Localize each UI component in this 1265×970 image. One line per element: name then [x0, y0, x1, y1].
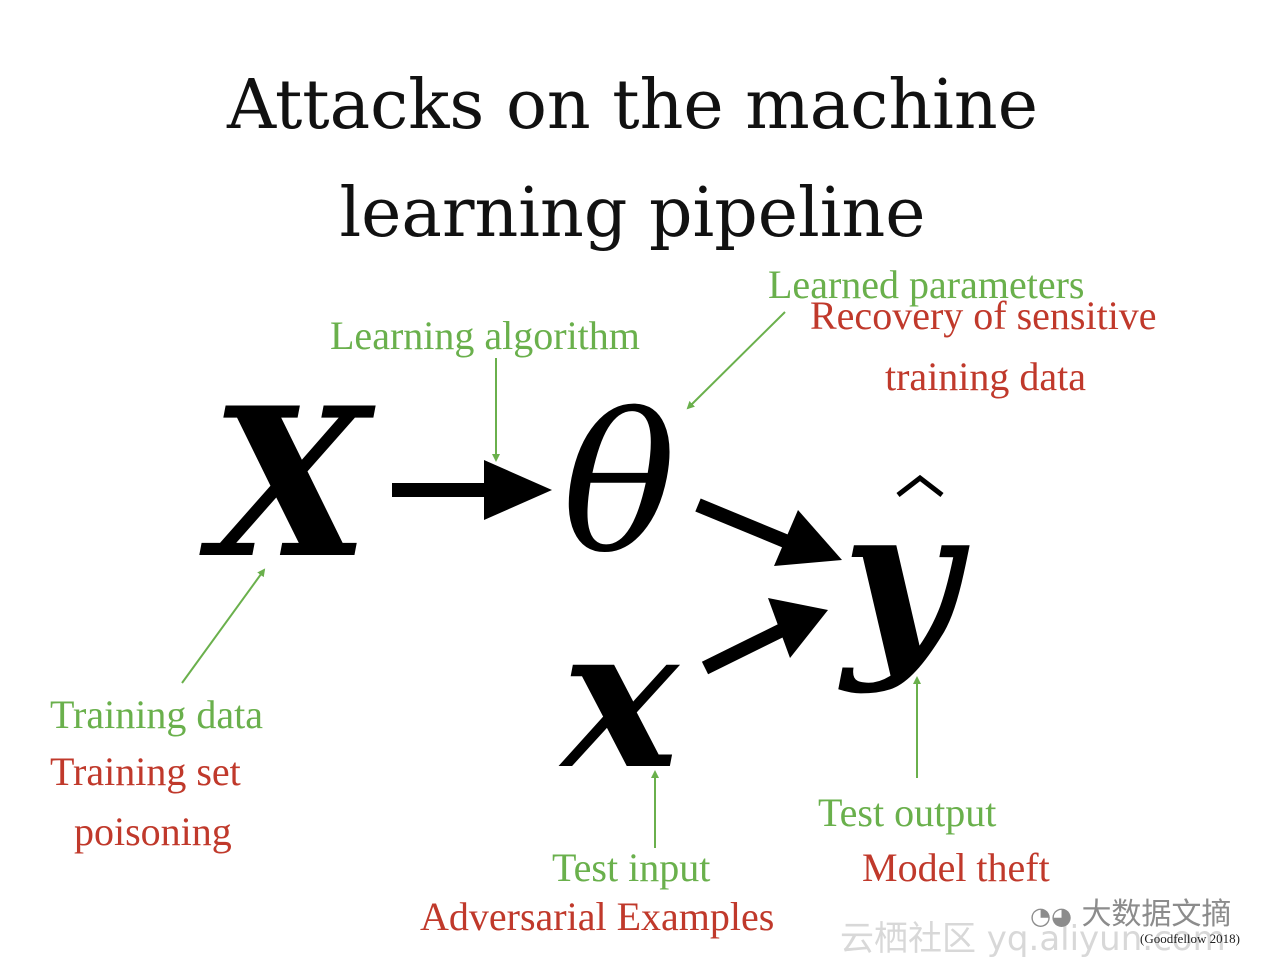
label-training-set-line-1: Training set	[50, 749, 241, 794]
symbol-test-input-x: x	[562, 583, 679, 812]
symbol-y-hat: y	[842, 462, 959, 697]
arrow-training-data	[181, 568, 266, 684]
label-learning-algorithm: Learning algorithm	[330, 313, 640, 358]
watermark-wechat-text: 大数据文摘	[1081, 897, 1232, 932]
main-arrow-x-to-theta	[392, 460, 552, 520]
label-training-data: Training data	[50, 692, 263, 737]
label-model-theft: Model theft	[862, 845, 1050, 890]
label-learned-parameters: Learned parameters	[768, 262, 1085, 307]
label-test-input: Test input	[552, 845, 711, 890]
watermark-site: 云栖社区 yq.aliyun.com	[840, 919, 1226, 959]
label-test-output: Test output	[818, 790, 997, 835]
arrow-learned-parameters	[686, 311, 786, 410]
main-arrow-theta-to-yhat	[695, 498, 842, 566]
title-line-1: Attacks on the machine	[227, 66, 1038, 145]
label-training-set-line-2: poisoning	[74, 809, 232, 854]
symbol-theta: θ	[562, 374, 677, 595]
wechat-icon: ◔◕	[1030, 902, 1072, 930]
hat-over-y	[896, 474, 944, 497]
title-line-2: learning pipeline	[339, 174, 926, 253]
citation: (Goodfellow 2018)	[1140, 931, 1241, 946]
label-adversarial-examples: Adversarial Examples	[420, 894, 775, 939]
label-recovery-line-2: training data	[885, 354, 1087, 399]
symbol-training-input-x: X	[210, 364, 370, 604]
main-arrow-x-to-yhat	[701, 598, 828, 675]
label-recovery-line-1: Recovery of sensitive	[810, 293, 1157, 338]
watermark-wechat: ◔◕ 大数据文摘	[1030, 900, 1231, 930]
